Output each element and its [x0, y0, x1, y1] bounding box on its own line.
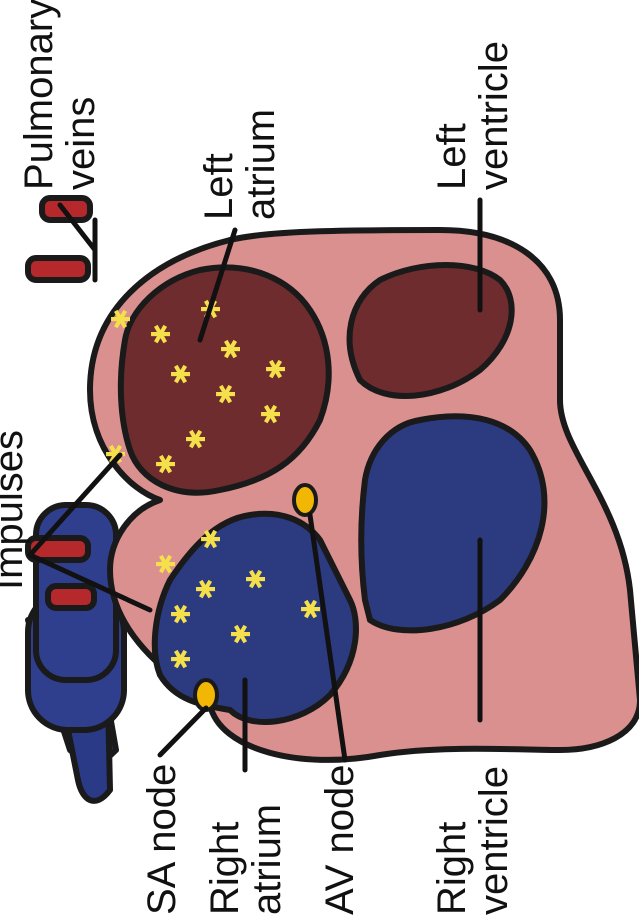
- asterisk-star-icon: ✱: [257, 403, 287, 425]
- asterisk-star-icon: ✱: [227, 623, 257, 645]
- label-pulmonary-veins-2: veins: [59, 97, 103, 190]
- label-right-atrium-2: atrium: [245, 804, 289, 915]
- asterisk-star-icon: ✱: [212, 383, 242, 405]
- label-right-ventricle-2: ventricle: [472, 766, 516, 915]
- label-sa-node: SA node: [140, 764, 184, 915]
- label-av-node: AV node: [318, 765, 362, 916]
- vena-vein-lower: [48, 586, 94, 608]
- pulmonary-vein-upper: [28, 258, 88, 280]
- label-left-atrium-1: Left: [197, 153, 241, 220]
- asterisk-star-icon: ✱: [217, 338, 247, 360]
- asterisk-star-icon: ✱: [167, 603, 197, 625]
- label-left-atrium-2: atrium: [239, 109, 283, 220]
- asterisk-star-icon: ✱: [242, 568, 272, 590]
- asterisk-star-icon: ✱: [262, 358, 292, 380]
- asterisk-star-icon: ✱: [152, 453, 182, 475]
- leader-sa-node: [160, 708, 206, 755]
- label-pulmonary-veins-1: Pulmonary: [17, 0, 61, 190]
- label-impulses: Impulses: [0, 430, 31, 590]
- asterisk-star-icon: ✱: [152, 553, 182, 575]
- label-right-atrium-1: Right: [203, 822, 247, 915]
- asterisk-star-icon: ✱: [192, 578, 222, 600]
- label-left-ventricle-2: ventricle: [472, 41, 516, 190]
- asterisk-star-icon: ✱: [167, 363, 197, 385]
- asterisk-star-icon: ✱: [107, 308, 137, 330]
- asterisk-star-icon: ✱: [147, 323, 177, 345]
- asterisk-star-icon: ✱: [197, 528, 227, 550]
- label-left-ventricle-1: Left: [430, 123, 474, 190]
- asterisk-star-icon: ✱: [182, 428, 212, 450]
- label-right-ventricle-1: Right: [430, 822, 474, 915]
- av-node: [294, 485, 316, 515]
- asterisk-star-icon: ✱: [167, 648, 197, 670]
